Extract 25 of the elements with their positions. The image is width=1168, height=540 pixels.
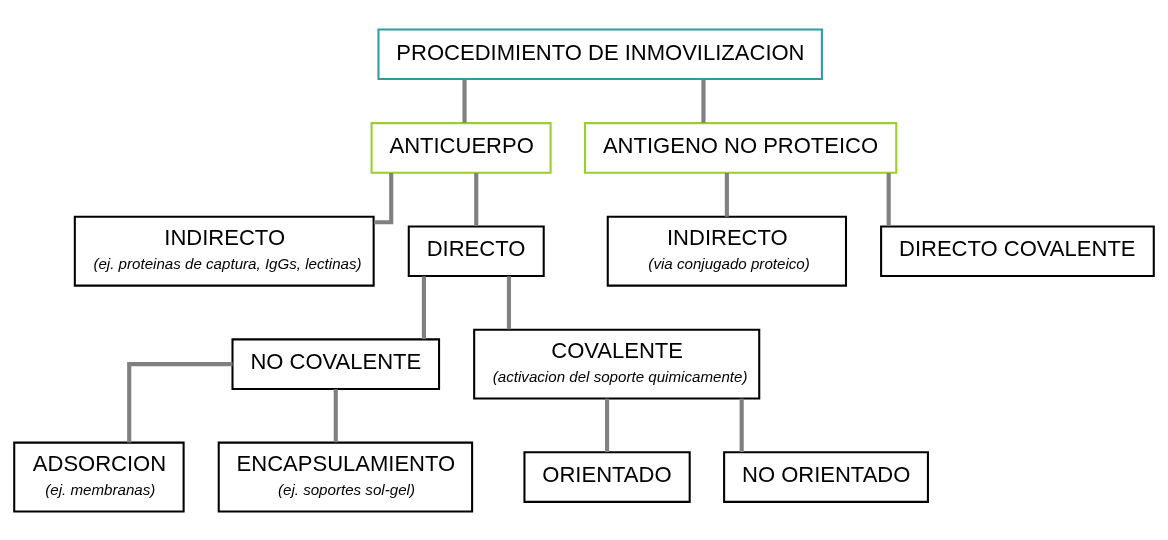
connector — [701, 78, 706, 123]
node-box: ANTICUERPO — [370, 121, 552, 174]
node-box: NO ORIENTADO — [723, 450, 929, 503]
node-box: NO COVALENTE — [231, 337, 441, 390]
connector — [605, 398, 610, 452]
node-box: DIRECTO — [407, 224, 545, 277]
node-box: ORIENTADO — [523, 450, 691, 503]
connector — [127, 361, 233, 443]
node-box: INDIRECTO (ej. proteinas de captura, IgGs, lectinas) — [73, 215, 375, 287]
connector — [421, 275, 426, 339]
connector — [724, 172, 729, 217]
connector — [462, 78, 467, 123]
connector — [474, 172, 479, 226]
connector — [373, 172, 394, 224]
node-box: ANTIGENO NO PROTEICO — [584, 121, 898, 174]
node-box: INDIRECTO (via conjugado proteico) — [606, 215, 848, 287]
connector — [333, 388, 338, 442]
connector — [506, 275, 511, 329]
connector — [739, 398, 744, 452]
node-box: ADSORCION (ej. membranas) — [13, 441, 185, 513]
node-box: COVALENTE (activacion del soporte quimicamente) — [473, 328, 761, 400]
node-box: ENCAPSULAMIENTO (ej. soportes sol-gel) — [217, 441, 474, 513]
connector — [886, 172, 891, 226]
node-box: DIRECTO COVALENTE — [880, 224, 1155, 277]
node-box: PROCEDIMIENTO DE INMOVILIZACION — [377, 27, 823, 80]
